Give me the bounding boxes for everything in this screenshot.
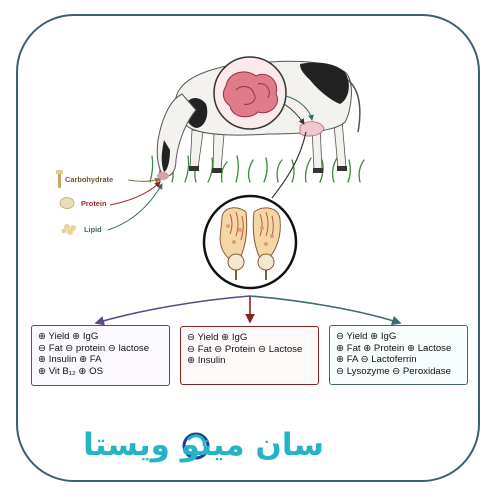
effect-line: ⊖ Fat ⊖ protein ⊖ lactose [38,342,150,354]
effect-line: ⊕ Fat ⊕ Protein ⊕ Lactose [336,342,452,354]
effect-line: ⊕ Insulin [187,355,226,367]
effect-line: ⊕ Vit B₁₂ ⊕ OS [38,365,103,377]
udder-zoom-line [271,131,307,199]
cow-illustration [156,56,361,180]
effect-line: ⊖ Yield ⊕ IgG [336,331,397,342]
lipid-label: Lipid [84,225,102,234]
lipid-arrow [107,183,163,231]
effect-line: ⊖ Lysozyme ⊖ Peroxidase [336,365,451,377]
protein-label: Protein [81,199,107,208]
effect-line: ⊕ Yield ⊕ IgG [38,331,99,342]
arrow-right [249,295,402,326]
effect-line: ⊖ Yield ⊕ IgG [187,332,248,343]
carbohydrate-arrow [127,177,161,184]
effects-box-left: ⊕ Yield ⊕ IgG ⊖ Fat ⊖ protein ⊖ lactose … [31,325,170,386]
logo-mark [182,432,210,460]
effects-box-right: ⊖ Yield ⊕ IgG ⊕ Fat ⊕ Protein ⊕ Lactose … [329,325,468,385]
grass-illustration [149,155,365,183]
protein-icon [59,197,75,209]
arrow-left [94,295,251,326]
carbohydrate-label: Carbohydrate [65,175,114,184]
mammary-gland-inset [202,194,298,290]
effect-line: ⊕ FA ⊖ Lactoferrin [336,354,417,366]
brand-logo-text: سان مینو ویستا [83,427,324,463]
effect-line: ⊖ Fat ⊖ Protein ⊖ Lactose [187,343,303,355]
effect-line: ⊕ Insulin ⊕ FA [38,354,102,366]
protein-arrow [109,181,161,206]
lipid-icon [61,224,76,235]
effects-box-middle: ⊖ Yield ⊕ IgG ⊖ Fat ⊖ Protein ⊖ Lactose … [180,326,319,385]
carbohydrate-icon [56,170,63,188]
